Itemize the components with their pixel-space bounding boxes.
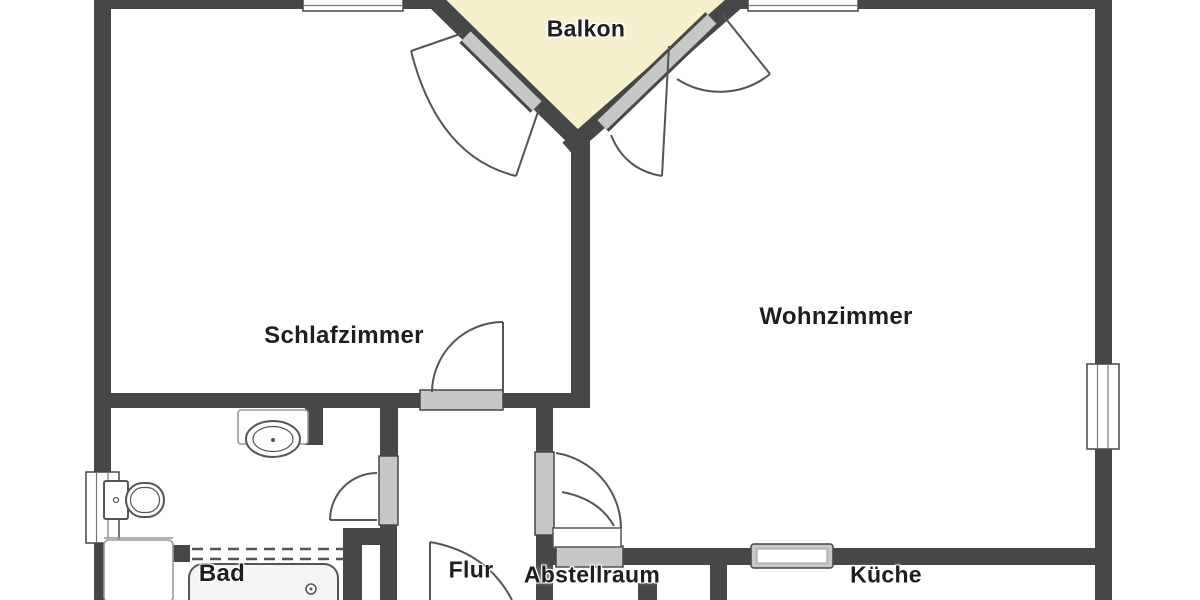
room-label-schlafzimmer: Schlafzimmer <box>264 322 424 349</box>
window-right-wall <box>1086 363 1120 450</box>
balcony-door-right-panel <box>595 12 719 132</box>
room-label-bad: Bad <box>198 560 246 587</box>
balcony-area <box>435 0 739 141</box>
shower-icon <box>103 537 174 600</box>
washbasin-icon <box>237 409 309 458</box>
door-arcs <box>329 13 771 600</box>
toilet-icon <box>103 480 165 520</box>
room-label-kueche: Küche <box>850 561 922 588</box>
balcony-door-left-panel <box>459 29 544 113</box>
room-label-balkon: Balkon <box>546 15 626 42</box>
room-label-flur: Flur <box>448 556 494 583</box>
bathtub-icon <box>188 563 339 600</box>
room-label-wohnzimmer: Wohnzimmer <box>759 303 913 330</box>
room-label-abstellraum: Abstellraum <box>523 561 661 588</box>
window-top-right <box>747 0 859 12</box>
door-panels <box>378 389 834 569</box>
window-top-left <box>302 0 404 12</box>
dashed-partition <box>192 547 344 561</box>
